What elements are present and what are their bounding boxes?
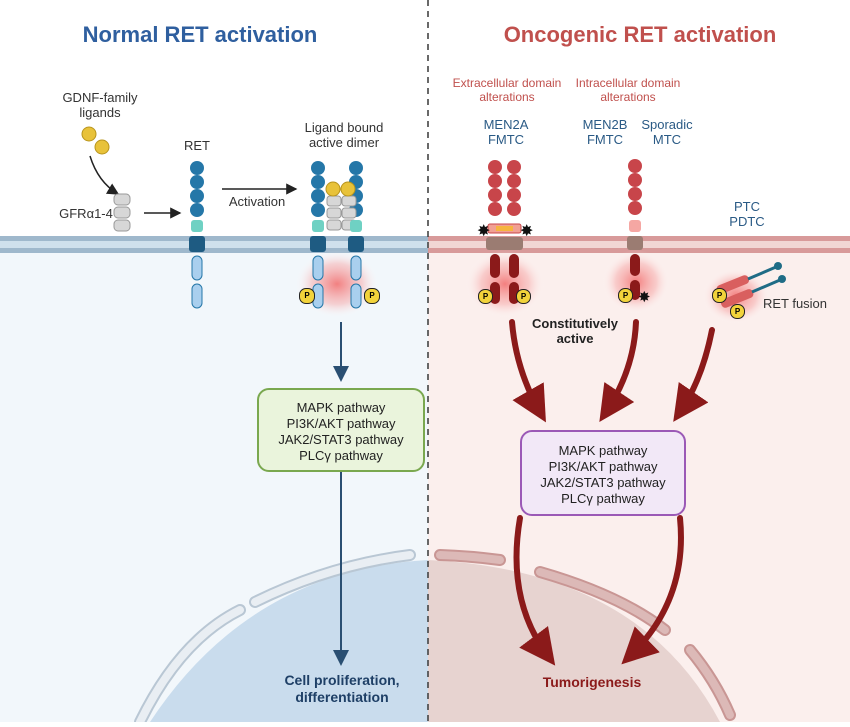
phospho-badge: P xyxy=(618,288,633,303)
gfr-alpha xyxy=(113,193,131,232)
phospho-badge: P xyxy=(516,289,531,304)
pathway-item: MAPK pathway xyxy=(558,443,648,458)
arrow-red xyxy=(599,319,639,422)
constitutive-label: Constitutively active xyxy=(532,316,618,347)
ret-monomer xyxy=(189,161,205,309)
phospho-badge: P xyxy=(299,288,315,304)
pathway-item: PI3K/AKT pathway xyxy=(286,416,396,431)
oncogenic-pathways-box: MAPK pathway PI3K/AKT pathway JAK2/STAT3… xyxy=(520,430,686,516)
ptc-label: PTC PDTC xyxy=(729,199,765,230)
men2b-label: MEN2B FMTC xyxy=(582,117,628,148)
ligand xyxy=(81,126,97,142)
men2a-label: MEN2A FMTC xyxy=(483,117,529,148)
arrow-red xyxy=(673,327,715,422)
activation-glow xyxy=(295,250,379,318)
fusion-label: RET fusion xyxy=(762,296,828,311)
pathway-item: JAK2/STAT3 pathway xyxy=(540,475,666,490)
sporadic-label: Sporadic MTC xyxy=(641,117,693,148)
extracellular-label: Extracellular domain alterations xyxy=(452,76,562,105)
phospho-badge: P xyxy=(364,288,380,304)
pathway-item: MAPK pathway xyxy=(296,400,386,415)
ligands-label: GDNF-family ligands xyxy=(62,90,138,121)
intracellular-label: Intracellular domain alterations xyxy=(575,76,681,105)
ret-active-dimer xyxy=(310,161,364,309)
activation-label: Activation xyxy=(228,194,286,209)
dimer-label: Ligand bound active dimer xyxy=(304,120,384,151)
normal-pathways-box: MAPK pathway PI3K/AKT pathway JAK2/STAT3… xyxy=(257,388,425,472)
arrow-red xyxy=(621,515,684,665)
pathway-item: PLCγ pathway xyxy=(299,448,383,463)
cell-membrane xyxy=(0,236,850,253)
mutation-star: ✸ xyxy=(520,221,533,240)
phospho-badge: P xyxy=(730,304,745,319)
pathway-item: PI3K/AKT pathway xyxy=(548,459,658,474)
phospho-badge: P xyxy=(712,288,727,303)
normal-outcome: Cell proliferation, differentiation xyxy=(284,672,400,705)
normal-title: Normal RET activation xyxy=(82,22,318,47)
pathway-item: JAK2/STAT3 pathway xyxy=(278,432,404,447)
phospho-badge: P xyxy=(478,289,493,304)
activation-glow xyxy=(465,250,545,318)
pathway-item: PLCγ pathway xyxy=(561,491,645,506)
oncogenic-outcome: Tumorigenesis xyxy=(542,674,642,690)
gfr-label: GFRα1-4 xyxy=(59,206,113,221)
ligand xyxy=(94,139,110,155)
ret-men2a-dimer xyxy=(486,160,523,304)
mutation-star: ✸ xyxy=(638,288,651,306)
oncogenic-title: Oncogenic RET activation xyxy=(503,22,777,47)
mutation-star: ✸ xyxy=(477,221,490,240)
ret-label: RET xyxy=(184,138,210,153)
arrow-red xyxy=(509,319,546,423)
arrow-red xyxy=(513,515,556,666)
nucleus xyxy=(134,549,736,727)
